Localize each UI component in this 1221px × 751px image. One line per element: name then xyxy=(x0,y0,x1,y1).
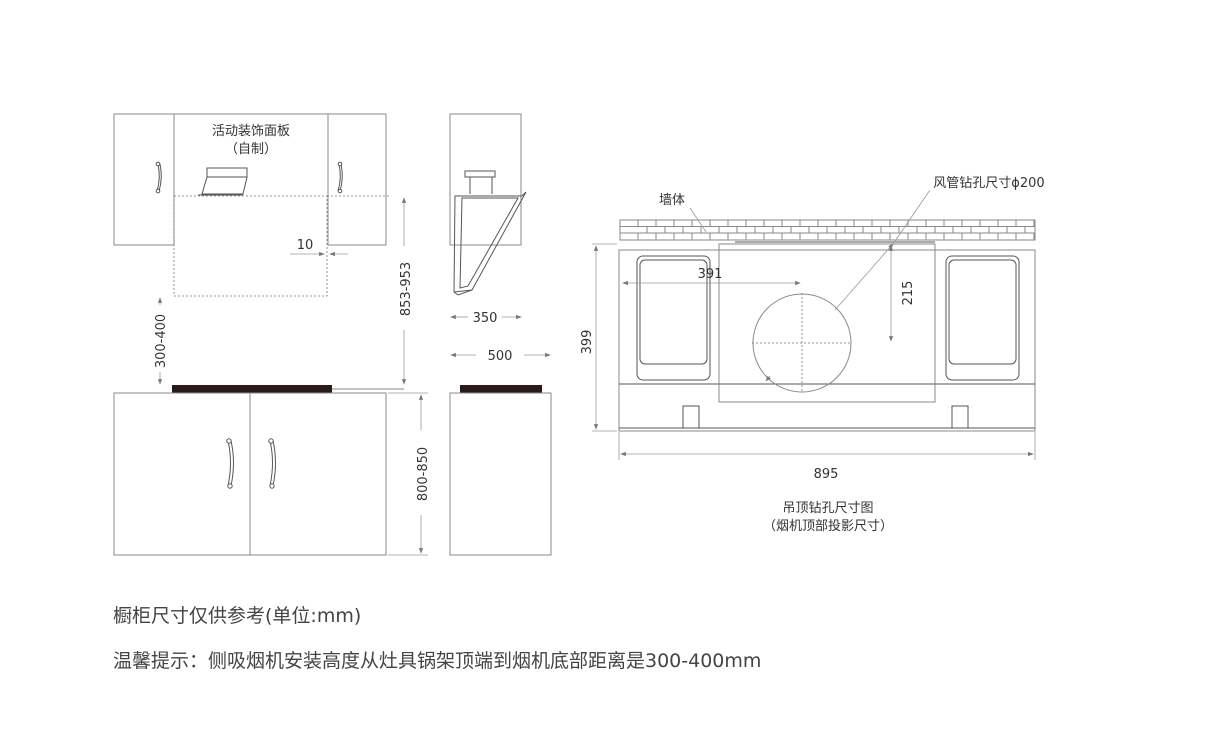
left-housing xyxy=(636,255,711,381)
handle-icon xyxy=(155,161,162,194)
mount-height-dim-label: 300-400 xyxy=(154,314,169,368)
upper-cabinet-right xyxy=(327,113,387,246)
duct-label: 风管钻孔尺寸ϕ200 xyxy=(933,176,1044,191)
panel-label-note: （自制） xyxy=(225,142,277,157)
wall-label: 墙体 xyxy=(659,193,685,208)
offset-x-dim-label: 391 xyxy=(698,267,723,282)
side-upper-cabinet xyxy=(449,113,522,246)
hood-height-dim-label: 853-953 xyxy=(399,262,414,316)
hood-depth-dim-label: 350 xyxy=(473,311,498,326)
gap-dim-label: 10 xyxy=(297,238,314,253)
offset-y-dim-label: 215 xyxy=(901,281,916,306)
cabinet-depth-dim-label: 500 xyxy=(488,349,513,364)
cabinet-height-dim-label: 800-850 xyxy=(416,447,431,501)
right-bracket xyxy=(951,405,969,429)
upper-cabinet-left xyxy=(113,113,175,246)
hood-projection xyxy=(618,249,1036,432)
cooktop xyxy=(172,385,332,393)
ceiling-view: 墙体 风管钻孔尺寸ϕ200 391 215 399 xyxy=(580,176,1045,534)
side-lower-cabinet xyxy=(449,392,552,556)
ceiling-caption-note: （烟机顶部投影尺寸） xyxy=(763,518,893,534)
side-duct-outlet xyxy=(464,170,496,178)
cabinet-note: 橱柜尺寸仅供参考(单位:mm) xyxy=(113,605,362,627)
left-bracket xyxy=(682,405,700,429)
front-view: 活动装饰面板 （自制） 10 853-953 300-400 xyxy=(113,113,431,556)
duct-outlet xyxy=(206,167,248,178)
depth-dim-label: 399 xyxy=(580,330,595,355)
handle-icon xyxy=(268,438,276,489)
hood-side-profile xyxy=(453,191,527,296)
width-dim-label: 895 xyxy=(814,467,839,482)
side-cooktop xyxy=(460,385,542,393)
install-note: 温馨提示：侧吸烟机安装高度从灶具锅架顶端到烟机底部距离是300-400mm xyxy=(113,650,762,672)
right-housing xyxy=(945,255,1020,381)
brick-wall xyxy=(619,219,1036,241)
duct-plate xyxy=(718,243,936,403)
handle-icon xyxy=(337,161,343,194)
handle-icon xyxy=(226,438,234,489)
ceiling-caption: 吊顶钻孔尺寸图 xyxy=(782,501,873,516)
panel-label: 活动装饰面板 xyxy=(212,124,290,139)
side-view: 350 500 xyxy=(449,113,552,556)
hood-outline xyxy=(173,195,328,297)
